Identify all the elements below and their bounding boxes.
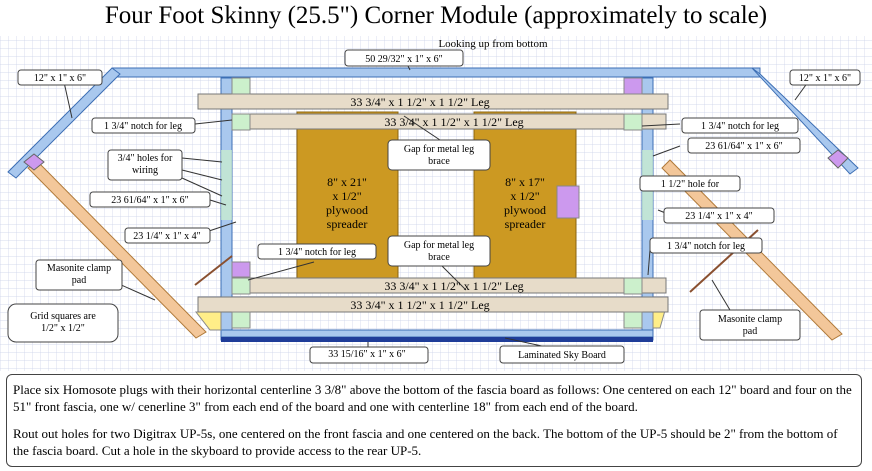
label-box-notch-right-top bbox=[681, 117, 799, 134]
label-sky-board: Laminated Sky Board bbox=[518, 350, 606, 361]
back-board bbox=[111, 67, 761, 78]
label-box-left-end-board bbox=[89, 191, 211, 208]
page-title: Four Foot Skinny (25.5") Corner Module (… bbox=[104, 2, 768, 29]
left-corner-board bbox=[7, 67, 121, 179]
label-left-diag-board: 23 1/4" x 1" x 4" bbox=[133, 231, 201, 242]
label-box-notch-right-lower bbox=[649, 237, 763, 254]
label-box-right-corner bbox=[789, 69, 861, 86]
right-corner-board bbox=[751, 67, 859, 175]
front-board bbox=[220, 329, 654, 338]
label-front-board: 33 15/16" x 1" x 6" bbox=[328, 349, 406, 360]
right-homosote-plug bbox=[827, 149, 849, 169]
subtitle: Looking up from bottom bbox=[438, 38, 548, 50]
label-leg-top-1: 33 3/4" x 1 1/2" x 1 1/2" Leg bbox=[350, 95, 489, 109]
block-purple bbox=[623, 77, 643, 95]
left-homosote-plug bbox=[23, 153, 45, 171]
label-box-gap-top bbox=[387, 139, 491, 171]
block-green bbox=[623, 311, 643, 329]
label-notch-right-top: 1 3/4" notch for leg bbox=[701, 121, 779, 132]
left-diag-line bbox=[194, 255, 233, 286]
label-box-notch-center-left bbox=[257, 243, 377, 260]
instructions-box: Place six Homosote plugs with their hori… bbox=[6, 374, 862, 467]
wiring-holes-strip bbox=[221, 150, 232, 220]
label-box-wiring-holes bbox=[107, 149, 183, 181]
label-box-grid-note bbox=[7, 303, 119, 343]
label-right-end-board: 23 61/64" x 1" x 6" bbox=[705, 141, 783, 152]
leg-top-1 bbox=[197, 93, 669, 110]
block-green bbox=[231, 277, 251, 295]
label-notch-right-lower: 1 3/4" notch for leg bbox=[667, 241, 745, 252]
label-notch-center-left: 1 3/4" notch for leg bbox=[278, 247, 356, 258]
label-right-corner-board: 12" x 1" x 6" bbox=[799, 73, 851, 84]
block-green bbox=[231, 311, 251, 329]
label-leg-bottom-2: 33 3/4" x 1 1/2" x 1 1/2" Leg bbox=[350, 298, 489, 312]
label-left-end-board: 23 61/64" x 1" x 6" bbox=[111, 195, 189, 206]
label-box-right-diag-board bbox=[663, 207, 775, 224]
label-box-top-back-board bbox=[344, 49, 464, 67]
label-top-back-board: 50 29/32" x 1" x 6" bbox=[365, 54, 443, 65]
label-box-left-corner bbox=[17, 69, 103, 86]
label-box-left-diag-board bbox=[124, 227, 211, 244]
label-right-diag-board: 23 1/4" x 1" x 4" bbox=[685, 211, 753, 222]
label-hole: 1 1/2" hole for bbox=[661, 179, 720, 190]
block-green bbox=[623, 277, 643, 295]
label-notch-left-top: 1 3/4" notch for leg bbox=[104, 121, 182, 132]
block-purple bbox=[231, 261, 251, 278]
label-box-masonite-left bbox=[35, 259, 123, 291]
label-box-right-end-board bbox=[687, 137, 801, 154]
instruction-up5: Rout out holes for two Digitrax UP-5s, o… bbox=[13, 426, 838, 458]
label-box-front-board bbox=[309, 346, 429, 364]
label-leg-top-2: 33 3/4" x 1 1/2" x 1 1/2" Leg bbox=[384, 115, 523, 129]
leader-lines bbox=[63, 59, 809, 354]
block-green bbox=[231, 113, 251, 131]
label-box-notch-left-top bbox=[91, 117, 196, 134]
sky-board bbox=[221, 337, 653, 342]
label-left-corner-board: 12" x 1" x 6" bbox=[34, 73, 86, 84]
block-green bbox=[231, 77, 251, 95]
label-box-sky-board bbox=[499, 345, 625, 364]
label-leg-bottom-1: 33 3/4" x 1 1/2" x 1 1/2" Leg bbox=[384, 279, 523, 293]
label-box-masonite-right bbox=[699, 309, 801, 341]
instruction-homosote: Place six Homosote plugs with their hori… bbox=[13, 382, 852, 414]
block-green bbox=[623, 113, 643, 131]
leg-bottom-2 bbox=[197, 296, 669, 313]
label-box-gap-bottom bbox=[387, 235, 491, 267]
label-box-hole bbox=[639, 175, 741, 192]
up5-hole-purple bbox=[556, 185, 580, 219]
